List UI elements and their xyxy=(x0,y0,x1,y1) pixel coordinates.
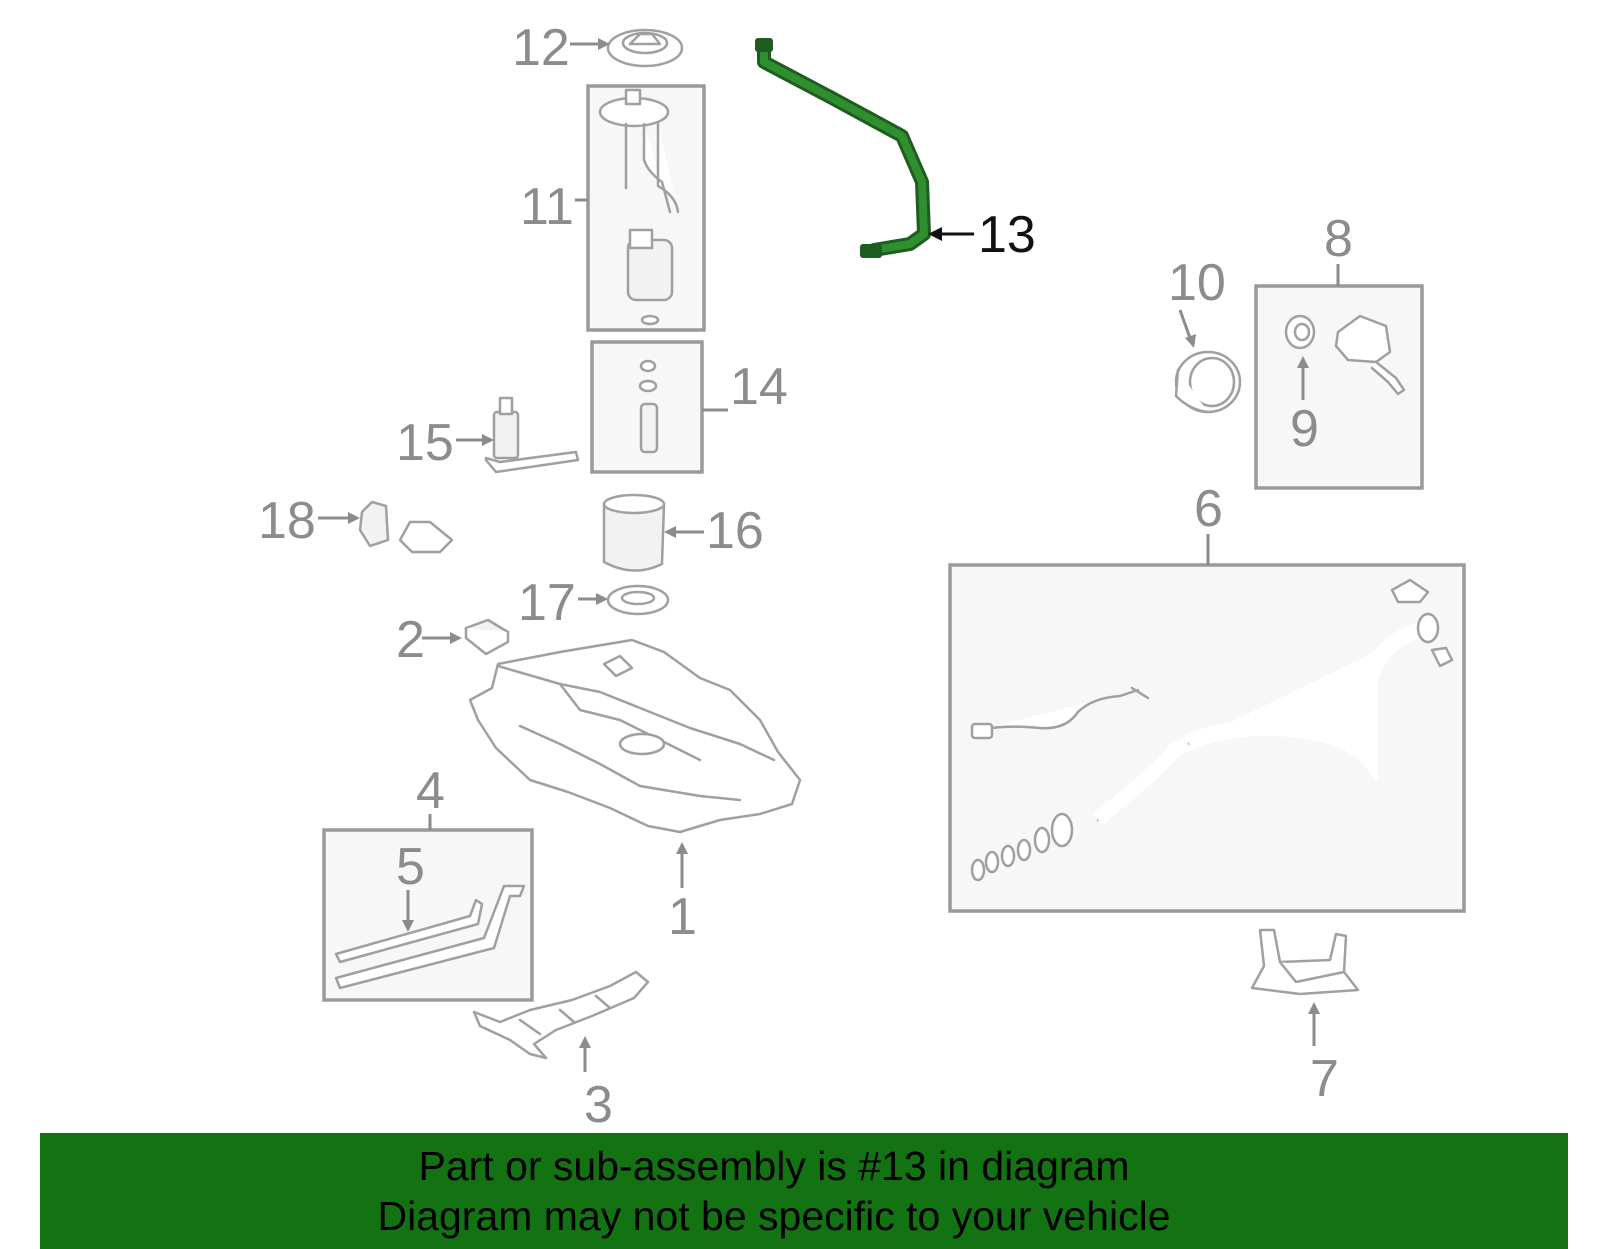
callout-8: 8 xyxy=(1324,210,1353,286)
callout-13: 13 xyxy=(928,206,1036,264)
part-17-gasket xyxy=(606,584,670,616)
callout-3: 3 xyxy=(579,1036,613,1134)
callout-1: 1 xyxy=(668,842,697,946)
svg-text:11: 11 xyxy=(520,178,574,236)
svg-text:2: 2 xyxy=(396,611,425,669)
svg-text:16: 16 xyxy=(706,502,764,560)
part-3-heat-shield xyxy=(472,970,650,1060)
part-13-vapor-hose xyxy=(755,38,931,258)
part-15-fuel-gauge-sender xyxy=(484,396,580,474)
part-12-lock-ring xyxy=(606,28,684,68)
callout-5: 5 xyxy=(396,838,425,932)
svg-text:18: 18 xyxy=(258,492,316,550)
callout-16: 16 xyxy=(664,502,764,560)
callout-4: 4 xyxy=(416,762,445,830)
callout-17: 17 xyxy=(518,574,608,632)
svg-text:15: 15 xyxy=(396,414,454,472)
callout-12: 12 xyxy=(512,19,610,77)
svg-text:17: 17 xyxy=(518,574,576,632)
callout-7: 7 xyxy=(1308,1002,1339,1108)
svg-text:12: 12 xyxy=(512,19,570,77)
svg-text:13: 13 xyxy=(978,206,1036,264)
banner-line-2: Diagram may not be specific to your vehi… xyxy=(377,1193,1171,1239)
svg-text:8: 8 xyxy=(1324,210,1353,268)
callout-14: 14 xyxy=(702,358,788,416)
part-8-fuel-cap xyxy=(1284,314,1406,396)
callout-18: 18 xyxy=(258,492,360,550)
svg-text:7: 7 xyxy=(1310,1050,1339,1108)
part-4-tank-straps xyxy=(334,884,526,990)
callout-15: 15 xyxy=(396,414,494,472)
part-16-reservoir-cup xyxy=(602,493,666,572)
callout-6: 6 xyxy=(1194,480,1223,565)
svg-text:10: 10 xyxy=(1168,254,1226,312)
part-14-fuel-filter xyxy=(638,359,659,454)
callout-10: 10 xyxy=(1168,254,1226,348)
svg-text:3: 3 xyxy=(584,1076,613,1134)
part-1-fuel-tank xyxy=(468,638,802,834)
svg-text:9: 9 xyxy=(1290,400,1319,458)
part-11-fuel-pump-module xyxy=(598,88,680,326)
callout-11: 11 xyxy=(520,178,588,236)
svg-text:6: 6 xyxy=(1194,480,1223,538)
svg-text:14: 14 xyxy=(730,358,788,416)
part-7-filler-bracket xyxy=(1250,928,1360,996)
callout-9: 9 xyxy=(1290,356,1319,458)
part-6-filler-pipe xyxy=(970,578,1454,882)
svg-text:5: 5 xyxy=(396,838,425,896)
banner-line-1: Part or sub-assembly is #13 in diagram xyxy=(418,1143,1130,1189)
svg-text:1: 1 xyxy=(668,888,697,946)
part-2-pad xyxy=(464,618,510,656)
callout-2: 2 xyxy=(396,611,462,669)
part-10-filler-ring xyxy=(1174,350,1242,414)
info-banner: Part or sub-assembly is #13 in diagram D… xyxy=(40,1133,1568,1249)
part-18-bracket xyxy=(358,500,454,554)
svg-text:4: 4 xyxy=(416,762,445,820)
